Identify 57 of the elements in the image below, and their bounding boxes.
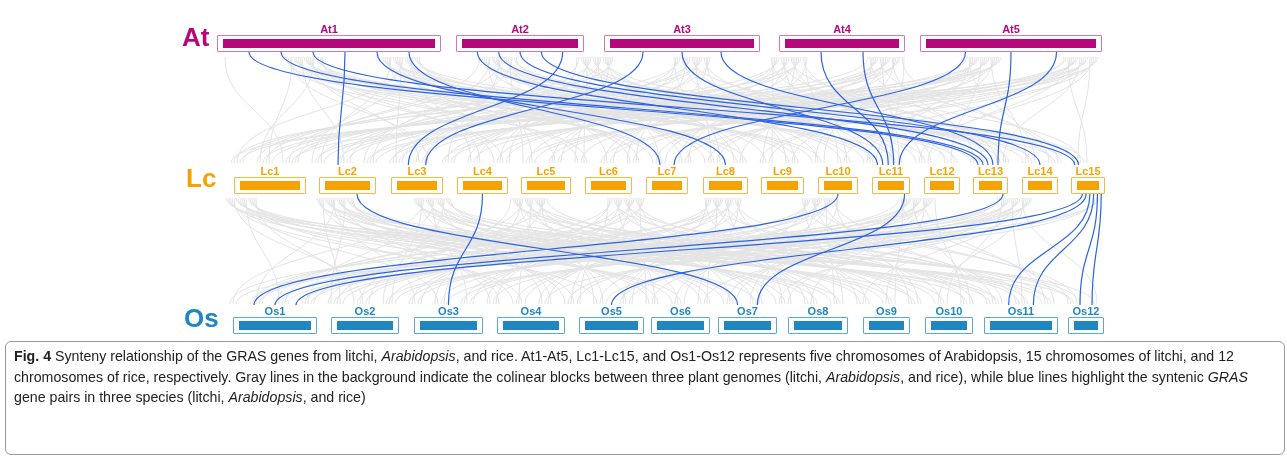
- chromosome-label: At3: [673, 23, 691, 35]
- synteny-line: [1079, 193, 1099, 306]
- chromosome-label: Lc10: [825, 165, 851, 177]
- chromosome-label: Lc9: [773, 165, 792, 177]
- chromosome-label: Os1: [264, 305, 286, 317]
- synteny-line: [407, 51, 564, 166]
- chromosome-label: Lc14: [1027, 165, 1053, 177]
- chromosome-label: Lc6: [599, 165, 618, 177]
- chromosome-label: Lc1: [260, 165, 280, 177]
- chromosome-label: At2: [511, 23, 529, 35]
- chromosome-label: Lc7: [657, 165, 677, 177]
- chromosome-label: Lc3: [407, 165, 427, 177]
- synteny-line: [1032, 193, 1095, 306]
- figure-caption: Fig. 4 Synteny relationship of the GRAS genes from litchi, Arabidopsis, and rice. At1-At5, Lc1-Lc15, and Os1-Os12 represents five chromosomes of Arabidopsis, 15 chromosomes of litchi, and 12 chromosomes of rice, respectively. Gray lines in the background indicate the colinear blocks between three plant genomes (litchi, Arabidopsis, and rice), while blue lines highlight the syntenic GRAS gene pairs in three species (litchi, Arabidopsis, and rice): [5, 341, 1285, 455]
- synteny-line: [681, 51, 884, 166]
- chromosome-label: Os8: [807, 305, 829, 317]
- synteny-line: [1091, 193, 1102, 306]
- chromosome-label: At1: [320, 23, 338, 35]
- chromosome-label: Lc11: [878, 165, 904, 177]
- species-label: Os: [184, 304, 219, 332]
- chromosome-label: Os9: [876, 305, 897, 317]
- synteny-line: [447, 193, 484, 306]
- chromosome-label: Os2: [354, 305, 376, 317]
- chromosome-label: Os10: [935, 305, 963, 317]
- synteny-line: [756, 193, 906, 306]
- chromosome-label: Lc5: [536, 165, 556, 177]
- synteny-line: [673, 51, 967, 166]
- chromosome-label: At5: [1002, 23, 1020, 35]
- chromosome-label: Os12: [1072, 305, 1100, 317]
- chromosome-label: Os5: [601, 305, 622, 317]
- synteny-line: [997, 51, 1012, 166]
- synteny-line: [476, 51, 879, 166]
- chromosome-label: Os3: [438, 305, 459, 317]
- synteny-line: [820, 51, 889, 166]
- chromosome-label: Os4: [520, 305, 542, 317]
- chromosome-label: At4: [833, 23, 851, 35]
- synteny-line: [312, 51, 1076, 166]
- synteny-line: [356, 193, 739, 306]
- chromosome-label: Lc12: [929, 165, 955, 177]
- synteny-line: [898, 51, 1058, 166]
- synteny-line: [862, 51, 895, 166]
- synteny-line: [253, 193, 839, 306]
- chromosome-label: Lc4: [473, 165, 492, 177]
- synteny-line: [1008, 193, 1091, 306]
- chromosome-label: Os7: [737, 305, 758, 317]
- synteny-line: [720, 51, 994, 166]
- species-label: At: [182, 23, 210, 51]
- chromosome-label: Lc2: [338, 165, 357, 177]
- species-label: Lc: [186, 164, 217, 192]
- synteny-line: [337, 51, 346, 166]
- chromosome-label: Os6: [670, 305, 691, 317]
- chromosome-label: Lc8: [716, 165, 735, 177]
- synteny-line: [610, 193, 1087, 306]
- chromosome-label: Lc15: [1075, 165, 1101, 177]
- chromosome-label: Os11: [1007, 305, 1035, 317]
- chromosome-label: Lc13: [977, 165, 1004, 177]
- synteny-line: [376, 51, 727, 166]
